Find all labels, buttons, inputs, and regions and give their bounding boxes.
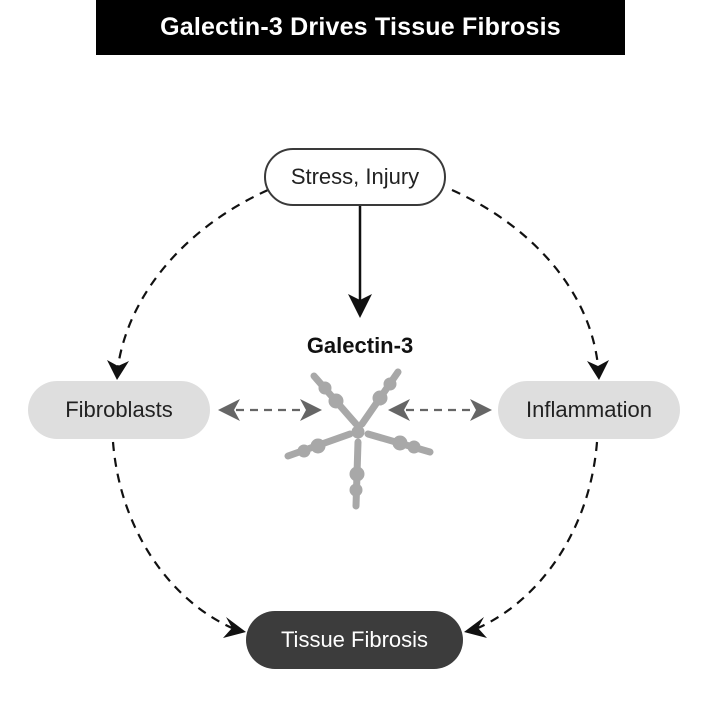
- arrow-inflammation-galectin: [388, 399, 492, 421]
- arrow-stress-to-inflammation: [451, 188, 609, 380]
- galectin-3-molecule-icon: [284, 368, 434, 510]
- arrow-inflammation-to-tissue: [464, 441, 599, 638]
- node-tissue-fibrosis: Tissue Fibrosis: [246, 611, 463, 669]
- node-stress-injury: Stress, Injury: [264, 148, 446, 206]
- diagram-title: Galectin-3 Drives Tissue Fibrosis: [96, 0, 625, 55]
- galectin-3-label: Galectin-3: [306, 333, 414, 358]
- node-fibroblasts: Fibroblasts: [28, 381, 210, 439]
- arrow-fibroblasts-to-tissue: [111, 441, 246, 638]
- arrow-fibroblasts-galectin: [218, 399, 322, 421]
- arrow-stress-to-galectin: [348, 206, 372, 318]
- node-inflammation: Inflammation: [498, 381, 680, 439]
- arrow-stress-to-fibroblasts: [107, 188, 269, 380]
